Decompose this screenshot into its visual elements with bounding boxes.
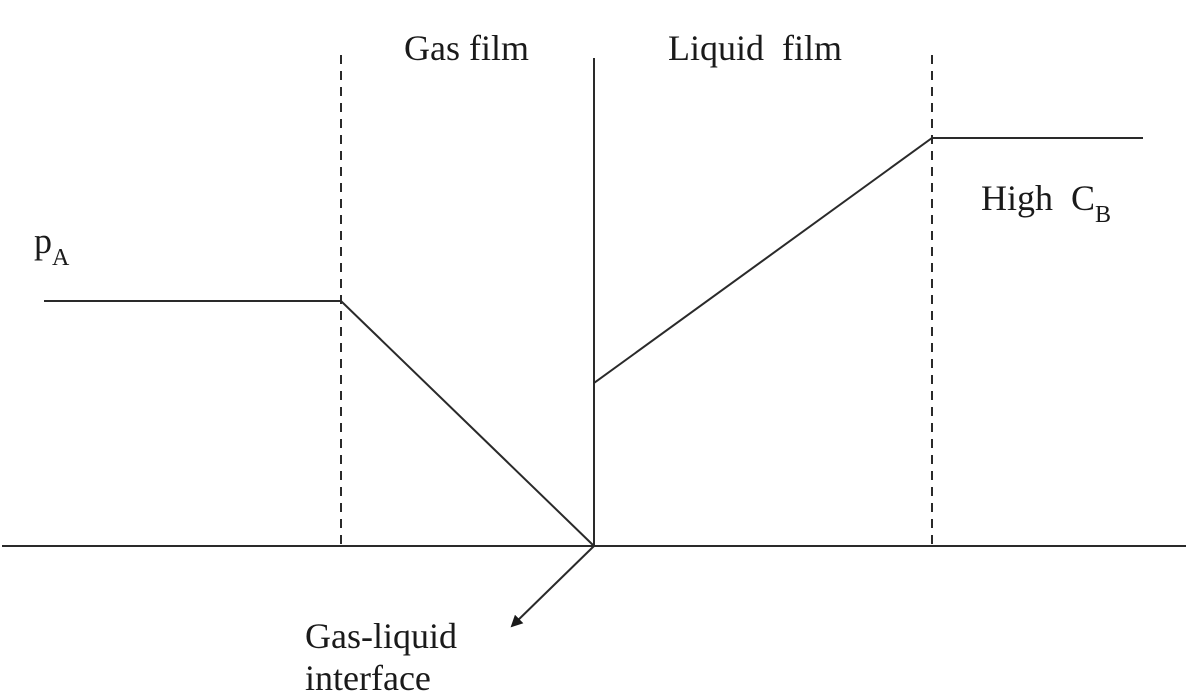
pA-label: pA (34, 221, 70, 271)
interface-label-line2: interface (305, 658, 431, 698)
high-cb-subscript: B (1095, 202, 1111, 228)
interface-arrow (510, 545, 595, 628)
pA-symbol: p (34, 221, 52, 261)
liquid-phase-profile (593, 137, 1143, 384)
pA-subscript: A (52, 245, 70, 271)
liquid-film-label: Liquid film (668, 28, 842, 68)
gas-film-label: Gas film (404, 28, 529, 68)
high-cb-label: High CB (981, 178, 1111, 228)
high-cb-text: High C (981, 178, 1095, 218)
interface-label-line1: Gas-liquid (305, 616, 457, 656)
gas-phase-profile (44, 300, 595, 547)
